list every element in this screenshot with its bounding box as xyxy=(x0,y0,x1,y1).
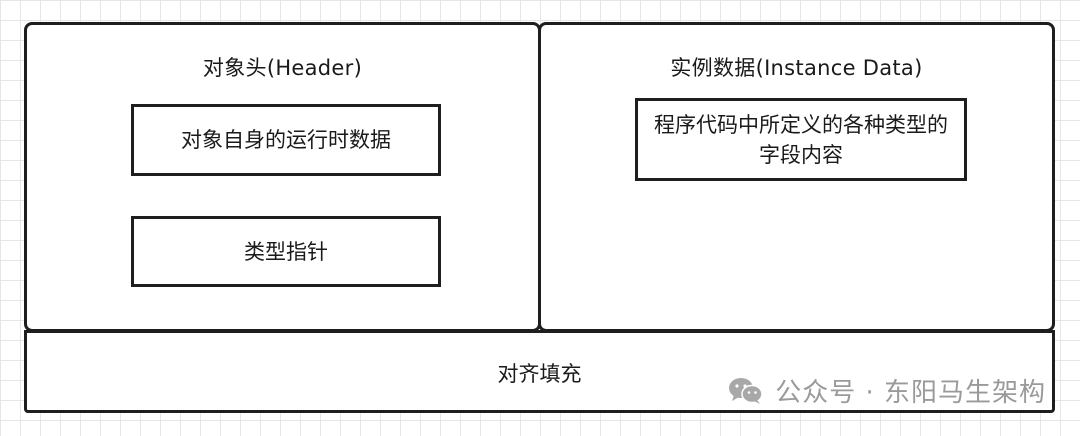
field-content-label: 程序代码中所定义的各种类型的字段内容 xyxy=(654,112,948,167)
wechat-icon xyxy=(729,377,763,404)
padding-label: 对齐填充 xyxy=(497,362,582,386)
padding-panel: 对齐填充 xyxy=(24,330,1055,413)
type-pointer-box: 类型指针 xyxy=(131,216,441,287)
field-content-box: 程序代码中所定义的各种类型的字段内容 xyxy=(635,98,967,181)
object-header-title: 对象头(Header) xyxy=(202,56,363,80)
instance-data-panel: 实例数据(Instance Data) 程序代码中所定义的各种类型的字段内容 xyxy=(538,22,1055,332)
object-header-panel: 对象头(Header) 对象自身的运行时数据 类型指针 xyxy=(24,22,541,332)
runtime-data-box: 对象自身的运行时数据 xyxy=(131,104,441,176)
type-pointer-label: 类型指针 xyxy=(244,239,328,264)
watermark-text: 公众号 · 东阳马生架构 xyxy=(775,378,1046,408)
watermark: 公众号 · 东阳马生架构 xyxy=(727,372,1046,409)
runtime-data-label: 对象自身的运行时数据 xyxy=(181,128,391,152)
instance-data-title: 实例数据(Instance Data) xyxy=(670,56,923,80)
